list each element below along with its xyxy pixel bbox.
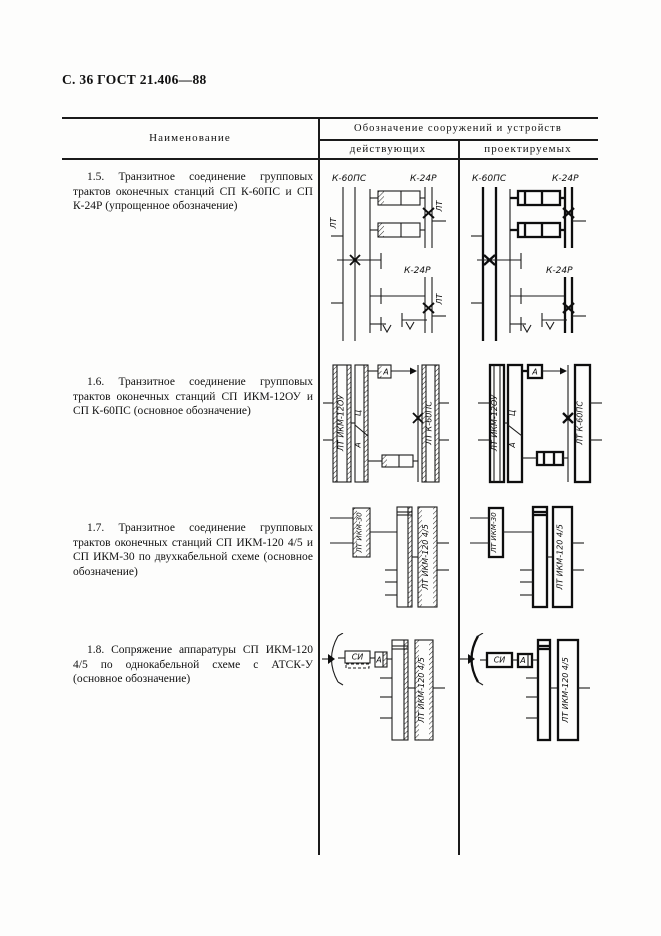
diagram-1-6-existing: ЛТ ИКМ-12ОУ Ц А А ЛТ К-60ПС <box>323 364 449 483</box>
label-ts: Ц <box>354 410 363 416</box>
label-lt-ikm120: ЛТ ИКМ-120 4/5 <box>556 524 565 591</box>
label-lt-right-bottom: ЛТ <box>435 292 444 305</box>
row-1-5-description: 1.5. Транзитное соединение групповых тра… <box>73 171 313 213</box>
label-k24r-mid: К-24Р <box>404 266 431 276</box>
label-lt-left: ЛТ <box>329 216 338 229</box>
page-title: С. 36 ГОСТ 21.406—88 <box>62 72 207 87</box>
arrow-into-exchange-icon <box>328 654 335 664</box>
column-header-designation: Обозначение сооружений и устройств <box>354 122 562 134</box>
table-border-col2 <box>458 139 460 855</box>
diagram-1-7-projected: ЛТ ИКМ-30 ЛТ ИКМ-120 4/5 <box>470 505 584 609</box>
label-lt-ikm120: ЛТ ИКМ-120 4/5 <box>417 657 426 724</box>
label-si: СИ <box>352 653 364 662</box>
label-k60ps: К-60ПС <box>332 174 367 184</box>
label-lt-k60ps: ЛТ К-60ПС <box>576 401 585 446</box>
column-header-existing: действующих <box>349 143 427 155</box>
table-border-subheader <box>318 139 598 141</box>
label-a-mid: А <box>354 442 363 448</box>
table-border-header-bottom <box>62 158 598 160</box>
label-lt-ikm30: ЛТ ИКМ-30 <box>355 512 364 554</box>
label-lt-ikm120u: ЛТ ИКМ-12ОУ <box>337 394 346 452</box>
diagram-1-6-projected: ЛТ ИКМ-12ОУ Ц А А ЛТ К-60ПС <box>478 363 602 484</box>
column-header-projected: проектируемых <box>484 143 572 155</box>
label-a: А <box>375 656 381 665</box>
row-1-7-description: 1.7. Транзитное соединение групповых тра… <box>73 522 313 579</box>
diagram-1-5-existing: К-60ПС К-24Р ЛТ ЛТ К-24Р ЛТ <box>329 174 446 341</box>
diagram-1-7-existing: ЛТ ИКМ-30 ЛТ ИКМ-120 4/5 <box>330 506 449 608</box>
arrow-into-exchange-icon <box>468 654 475 664</box>
label-k24r-mid: К-24Р <box>546 266 573 276</box>
table-border-top <box>62 117 598 119</box>
label-k24r-top: К-24Р <box>410 174 437 184</box>
label-a-mid: А <box>508 442 517 448</box>
label-a: А <box>519 656 525 665</box>
diagram-1-8-projected: СИ А ЛТ ИКМ-120 4/5 <box>460 633 590 742</box>
label-lt-ikm30: ЛТ ИКМ-30 <box>489 512 498 554</box>
label-k60ps: К-60ПС <box>472 174 507 184</box>
diagram-1-5-projected: К-60ПС К-24Р К-24Р <box>471 174 586 341</box>
label-lt-ikm120: ЛТ ИКМ-120 4/5 <box>561 657 570 724</box>
label-a-box: А <box>531 368 537 377</box>
label-lt-right-top: ЛТ <box>435 199 444 212</box>
label-lt-k60ps: ЛТ К-60ПС <box>425 401 434 446</box>
label-ts: Ц <box>508 410 517 416</box>
label-k24r-top: К-24Р <box>552 174 579 184</box>
table-border-col1 <box>318 117 320 855</box>
label-si: СИ <box>494 656 506 665</box>
label-lt-ikm120u: ЛТ ИКМ-12ОУ <box>490 394 499 452</box>
row-1-6-description: 1.6. Транзитное соединение групповых тра… <box>73 376 313 418</box>
row-1-8-description: 1.8. Сопряжение аппаратуры СП ИКМ-120 4/… <box>73 644 313 686</box>
column-header-name: Наименование <box>149 132 231 144</box>
diagram-1-8-existing: СИ А ЛТ ИКМ-120 4/5 <box>322 633 445 741</box>
label-a-box: А <box>382 368 388 377</box>
label-lt-ikm120: ЛТ ИКМ-120 4/5 <box>421 524 430 591</box>
